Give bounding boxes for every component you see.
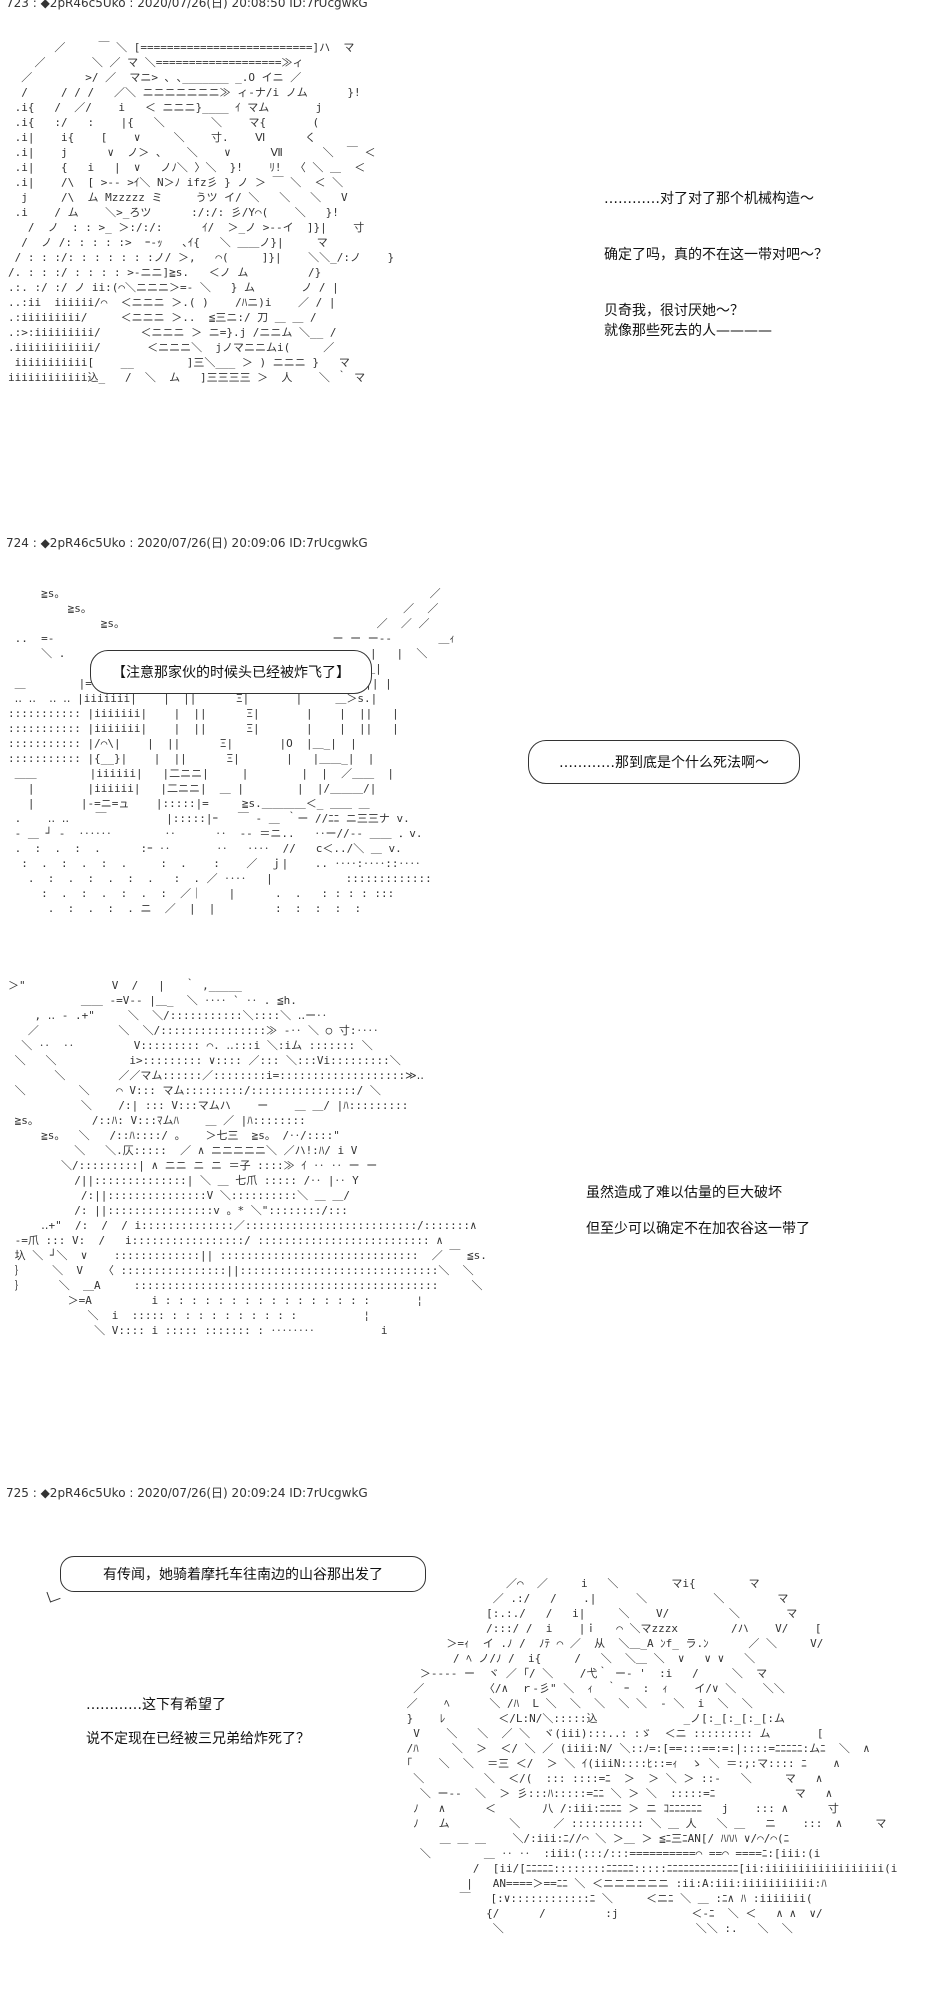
speech-bubble-tail: [46, 1588, 61, 1603]
speech-bubble: …………那到底是个什么死法啊～: [528, 740, 800, 784]
dialogue-line: 虽然造成了难以估量的巨大破坏: [586, 1185, 782, 1201]
dialogue-line: 确定了吗，真的不在这一带对吧～？: [604, 247, 828, 263]
post-header: 725 : ◆2pR46c5Uko : 2020/07/26(日) 20:09:…: [6, 1486, 368, 1500]
speech-bubble-text: 有传闻，她骑着摩托车往南边的山谷那出发了: [103, 1567, 383, 1583]
dialogue-line: …………这下有希望了: [86, 1697, 226, 1713]
speech-bubble: 【注意那家伙的时候头已经被炸飞了】: [90, 650, 372, 694]
speech-bubble-text: 【注意那家伙的时候头已经被炸飞了】: [112, 665, 350, 681]
post-header: 723 : ◆2pR46c5Uko : 2020/07/26(日) 20:08:…: [6, 0, 368, 10]
speech-bubble-text: …………那到底是个什么死法啊～: [559, 755, 769, 771]
dialogue-line: …………对了对了那个机械构造～: [604, 191, 814, 207]
ascii-art-figure: ／ ￣ ＼ [==========================]ハ マ ／ …: [8, 41, 395, 384]
dialogue-line: 但至少可以确定不在加农谷这一带了: [586, 1221, 810, 1237]
dialogue-line: 贝奇我，很讨厌她～？: [604, 303, 744, 319]
ascii-art-figure: ／⌒ ／ i ＼ マi{ マ ／ .:/ / .| ＼ ＼ マ [:.:./ /…: [406, 1577, 898, 1935]
ascii-art-figure: ＞" V / | ｀ ,_____ ＿＿ -=V-- |＿_ ＼ ‥‥ ` ‥ …: [8, 979, 487, 1337]
post-header: 724 : ◆2pR46c5Uko : 2020/07/26(日) 20:09:…: [6, 536, 368, 550]
dialogue-line: 就像那些死去的人————: [604, 323, 772, 339]
dialogue-line: 说不定现在已经被三兄弟给炸死了？: [86, 1731, 310, 1747]
speech-bubble: 有传闻，她骑着摩托车往南边的山谷那出发了: [60, 1556, 426, 1592]
